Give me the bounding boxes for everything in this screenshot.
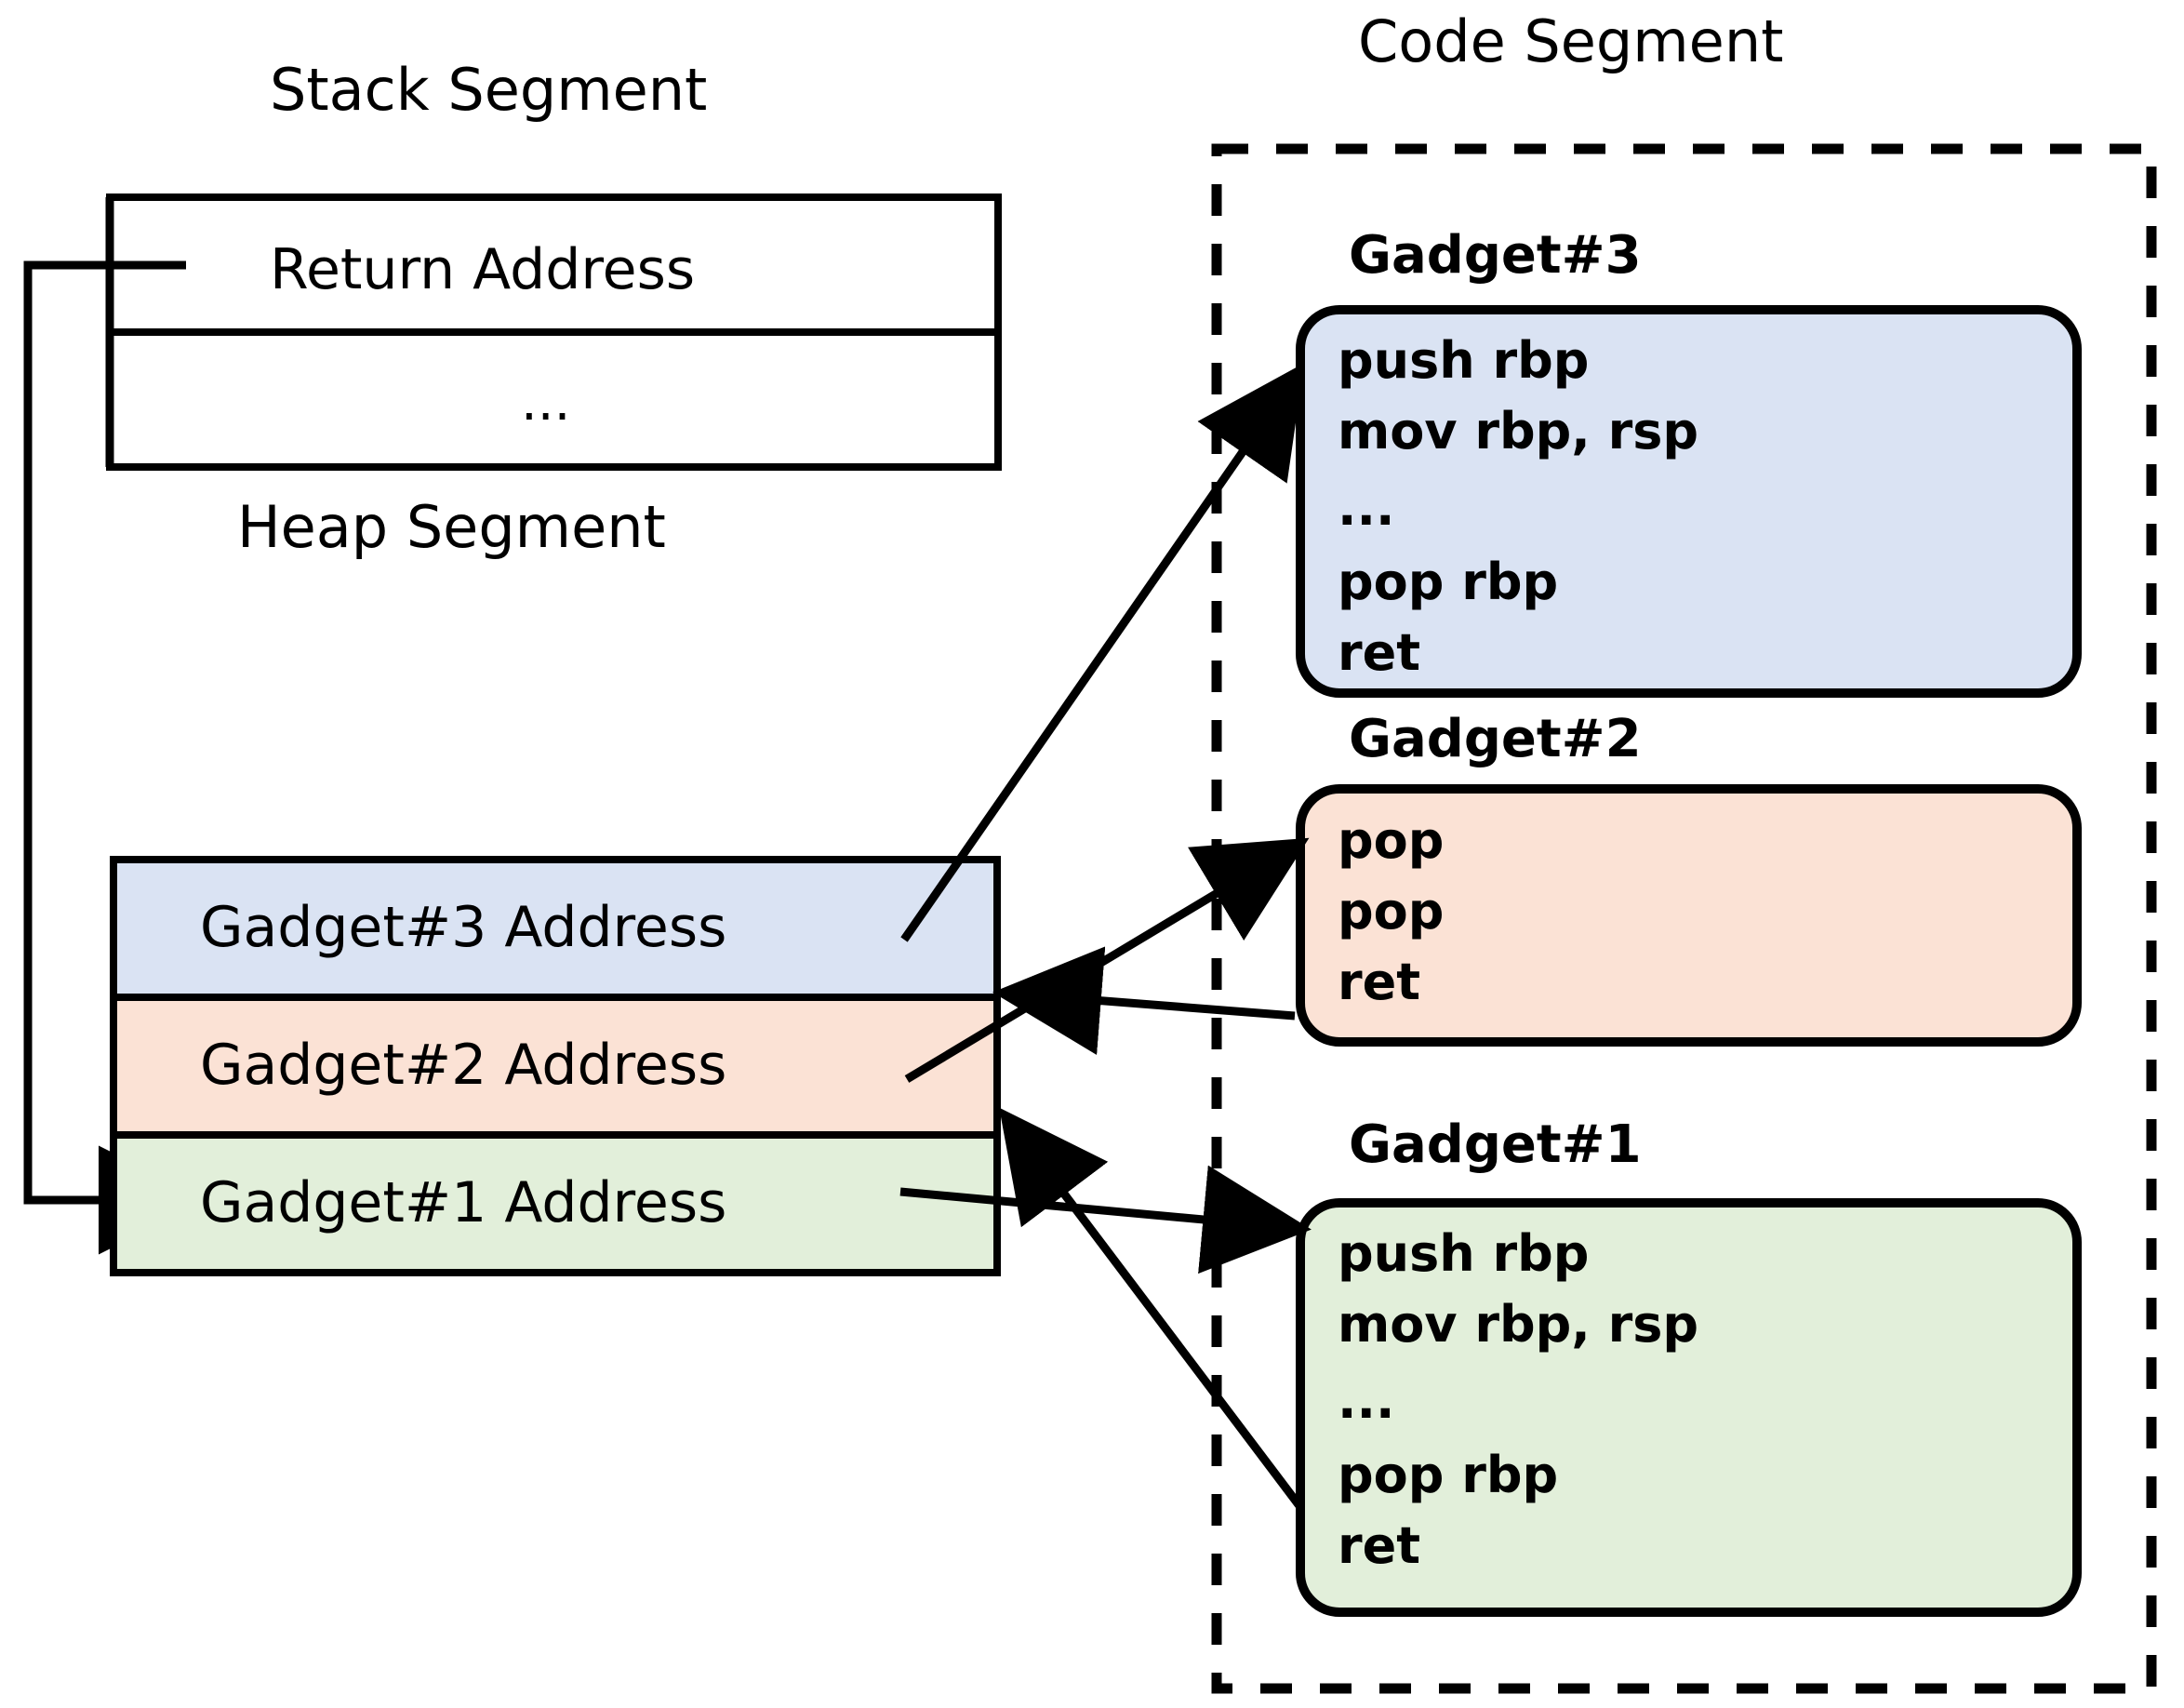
gadget3-instruction-3: pop rbp bbox=[1338, 553, 1559, 611]
heap-row-gadget2 bbox=[110, 994, 1001, 1139]
heap-row-label-gadget3: Gadget#3 Address bbox=[200, 895, 727, 960]
gadget3-code-block bbox=[1296, 305, 2082, 698]
gadget1-title: Gadget#1 bbox=[1349, 1114, 1642, 1175]
code-segment-title: Code Segment bbox=[1358, 7, 1784, 75]
gadget3-title: Gadget#3 bbox=[1349, 225, 1642, 286]
gadget3-instruction-0: push rbp bbox=[1338, 331, 1590, 390]
gadget3-instruction-4: ret bbox=[1338, 623, 1421, 682]
arrow-gadget2-to-heap bbox=[992, 946, 1296, 1056]
heap-row-label-gadget2: Gadget#2 Address bbox=[200, 1033, 727, 1098]
gadget3-instruction-1: mov rbp, rsp bbox=[1338, 402, 1699, 460]
gadget2-instruction-0: pop bbox=[1338, 811, 1445, 870]
gadget1-instruction-4: ret bbox=[1338, 1516, 1421, 1575]
heap-row-gadget3 bbox=[110, 856, 1001, 1001]
arrow-gadget1-to-heap bbox=[999, 1107, 1304, 1510]
stack-segment-box bbox=[106, 193, 1002, 471]
gadget2-title: Gadget#2 bbox=[1349, 709, 1642, 769]
stack-segment-title: Stack Segment bbox=[270, 56, 708, 124]
gadget1-instruction-0: push rbp bbox=[1338, 1224, 1590, 1283]
heap-row-label-gadget1: Gadget#1 Address bbox=[200, 1170, 727, 1235]
gadget1-instruction-3: pop rbp bbox=[1338, 1446, 1559, 1504]
gadget1-instruction-2: ... bbox=[1338, 1371, 1395, 1430]
gadget2-instruction-1: pop bbox=[1338, 882, 1445, 941]
stack-row-return-address: Return Address bbox=[270, 237, 696, 302]
gadget3-instruction-2: ... bbox=[1338, 478, 1395, 537]
arrow-heap3-to-gadget3 bbox=[900, 363, 1305, 942]
stack-row-ellipsis: ... bbox=[521, 372, 571, 433]
heap-segment-title: Heap Segment bbox=[237, 493, 666, 561]
gadget1-instruction-1: mov rbp, rsp bbox=[1338, 1295, 1699, 1354]
gadget1-code-block bbox=[1296, 1198, 2082, 1617]
gadget2-instruction-2: ret bbox=[1338, 953, 1421, 1011]
return-address-pointer bbox=[23, 197, 207, 1255]
